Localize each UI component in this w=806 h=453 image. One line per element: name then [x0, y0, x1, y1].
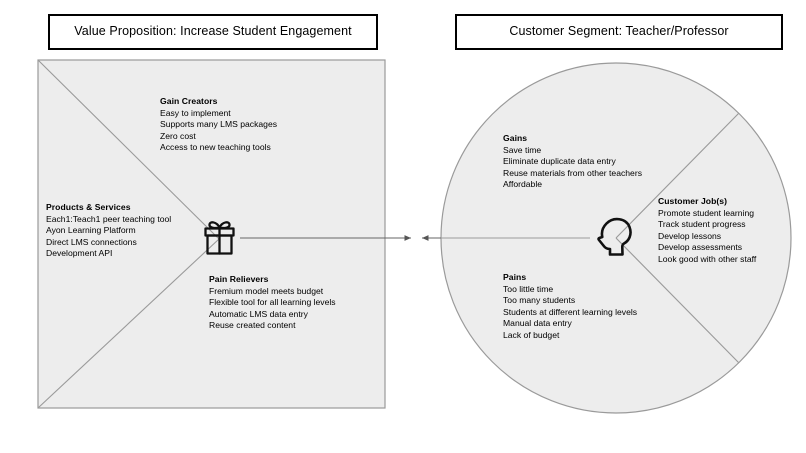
- value-proposition-title: Value Proposition: Increase Student Enga…: [74, 24, 352, 39]
- gain-creators-item: Supports many LMS packages: [160, 119, 278, 130]
- gain-creators-heading: Gain Creators: [160, 96, 218, 106]
- square-diagonal-upper: [37, 59, 220, 240]
- pain-relievers-item: Fremium model meets budget: [209, 285, 324, 296]
- circle-divider-upper-right: [615, 112, 740, 239]
- pains-heading: Pains: [503, 272, 527, 282]
- gift-icon-glyph: [204, 221, 235, 255]
- customer-jobs-item: Track student progress: [658, 219, 746, 230]
- products-services-block: Products & Services Each1:Teach1 peer te…: [46, 202, 171, 260]
- products-services-item: Direct LMS connections: [46, 236, 137, 247]
- circle-divider-lower-right: [615, 237, 740, 364]
- gain-creators-item: Easy to implement: [160, 107, 231, 118]
- customer-jobs-item: Develop assessments: [658, 242, 743, 253]
- gains-item: Affordable: [503, 179, 543, 190]
- customer-segment-title-box: Customer Segment: Teacher/Professor: [455, 14, 783, 50]
- pains-item: Too many students: [503, 295, 576, 306]
- customer-segment-title: Customer Segment: Teacher/Professor: [509, 24, 729, 39]
- products-services-heading: Products & Services: [46, 202, 131, 212]
- gain-creators-block: Gain Creators Easy to implement Supports…: [160, 96, 277, 154]
- gains-block: Gains Save time Eliminate duplicate data…: [503, 133, 642, 191]
- gain-creators-item: Access to new teaching tools: [160, 142, 271, 153]
- customer-jobs-heading: Customer Job(s): [658, 196, 728, 206]
- customer-jobs-block: Customer Job(s) Promote student learning…: [658, 196, 756, 266]
- head-profile-icon: [593, 214, 639, 262]
- pains-item: Too little time: [503, 283, 554, 294]
- gains-heading: Gains: [503, 133, 528, 143]
- pain-relievers-item: Reuse created content: [209, 320, 296, 331]
- pain-relievers-item: Automatic LMS data entry: [209, 308, 308, 319]
- products-services-item: Development API: [46, 248, 113, 259]
- gains-item: Eliminate duplicate data entry: [503, 156, 616, 167]
- customer-jobs-item: Promote student learning: [658, 207, 755, 218]
- head-profile-icon-glyph: [597, 217, 632, 256]
- square-diagonal-lower: [37, 238, 220, 409]
- gains-item: Save time: [503, 144, 542, 155]
- pains-block: Pains Too little time Too many students …: [503, 272, 637, 342]
- products-services-item: Each1:Teach1 peer teaching tool: [46, 213, 172, 224]
- pains-item: Students at different learning levels: [503, 306, 638, 317]
- gains-item: Reuse materials from other teachers: [503, 167, 642, 178]
- value-proposition-title-box: Value Proposition: Increase Student Enga…: [48, 14, 378, 50]
- pain-relievers-heading: Pain Relievers: [209, 274, 269, 284]
- value-proposition-square: [37, 59, 386, 409]
- customer-jobs-item: Develop lessons: [658, 230, 722, 241]
- gift-icon: [198, 216, 242, 260]
- gain-creators-item: Zero cost: [160, 130, 196, 141]
- pains-item: Lack of budget: [503, 329, 560, 340]
- pain-relievers-block: Pain Relievers Fremium model meets budge…: [209, 274, 336, 332]
- customer-jobs-item: Look good with other staff: [658, 253, 757, 264]
- products-services-item: Ayon Learning Platform: [46, 225, 136, 236]
- pain-relievers-item: Flexible tool for all learning levels: [209, 297, 336, 308]
- pains-item: Manual data entry: [503, 318, 572, 329]
